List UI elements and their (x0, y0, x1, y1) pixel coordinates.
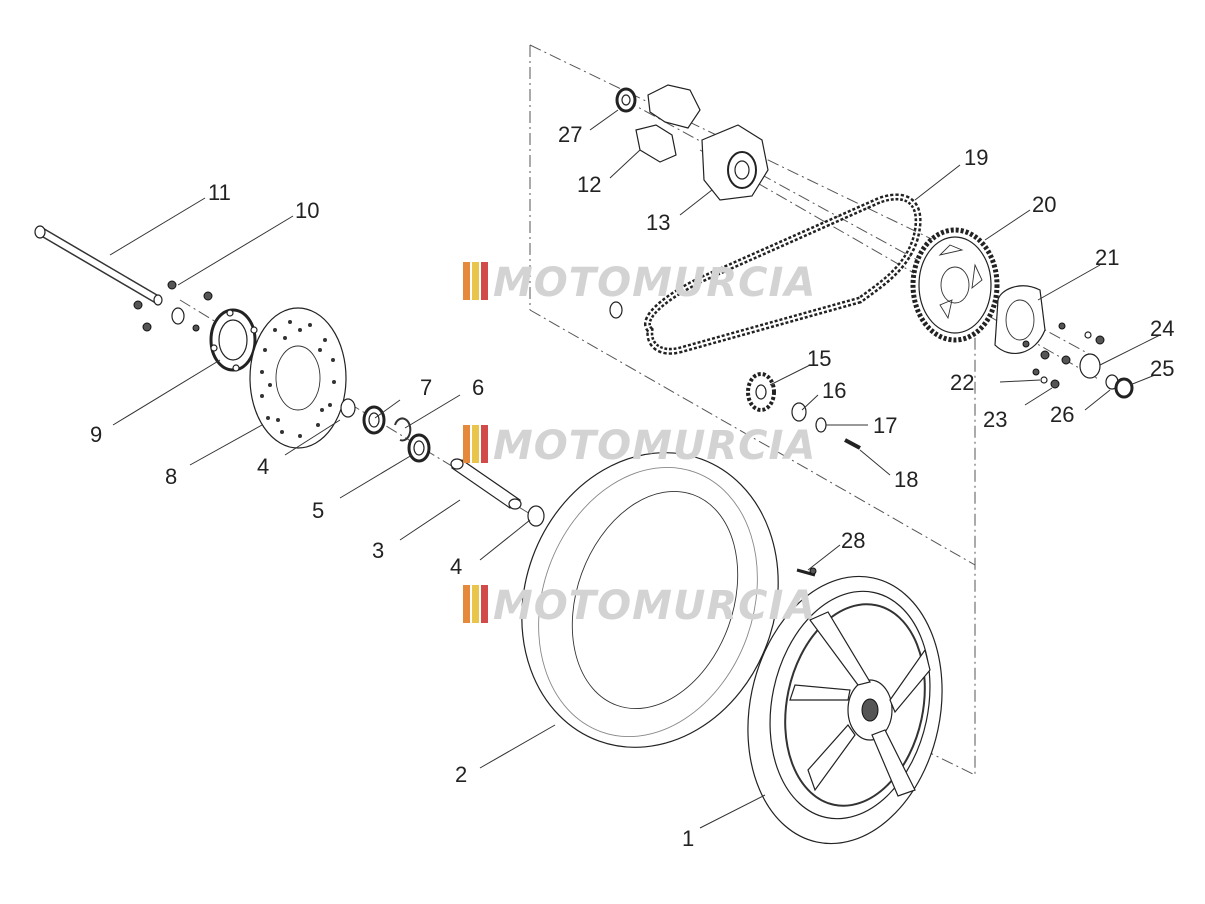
chain-ring (609, 301, 623, 319)
callout-12: 12 (577, 172, 601, 197)
callout-9: 9 (90, 422, 102, 447)
callout-8: 8 (165, 464, 177, 489)
callout-27: 27 (558, 122, 582, 147)
watermarks: MOTOMURCIA MOTOMURCIA MOTOMURCIA (463, 260, 816, 629)
callout-25: 25 (1150, 356, 1174, 381)
callout-6: 6 (472, 375, 484, 400)
callout-23: 23 (983, 407, 1007, 432)
callout-28: 28 (841, 528, 865, 553)
svg-text:MOTOMURCIA: MOTOMURCIA (493, 260, 816, 306)
callout-4: 4 (450, 554, 462, 579)
drive-chain (644, 193, 922, 355)
bolts-set (133, 280, 213, 332)
callout-16: 16 (822, 378, 846, 403)
sprocket-carrier-group (615, 84, 769, 201)
callout-4: 4 (257, 454, 269, 479)
callout-2: 2 (455, 762, 467, 787)
rear-tyre (521, 452, 779, 748)
callout-3: 3 (372, 538, 384, 563)
callout-labels: 1 2 3 4 4 5 6 7 8 9 10 11 12 13 15 16 17… (90, 122, 1174, 851)
svg-text:MOTOMURCIA: MOTOMURCIA (493, 423, 816, 469)
callout-13: 13 (646, 210, 670, 235)
callout-20: 20 (1032, 192, 1056, 217)
callout-24: 24 (1150, 316, 1174, 341)
callout-1: 1 (682, 826, 694, 851)
brake-disc (249, 307, 347, 449)
watermark: MOTOMURCIA (463, 423, 816, 469)
valve (796, 567, 817, 577)
hub-components (340, 398, 545, 527)
callout-18: 18 (894, 467, 918, 492)
callout-19: 19 (964, 145, 988, 170)
watermark: MOTOMURCIA (463, 583, 816, 629)
callout-22: 22 (950, 370, 974, 395)
callout-26: 26 (1050, 402, 1074, 427)
svg-text:MOTOMURCIA: MOTOMURCIA (493, 583, 816, 629)
callout-21: 21 (1095, 245, 1119, 270)
rear-wheel-rim (747, 575, 943, 845)
callout-7: 7 (420, 375, 432, 400)
abs-tone-ring (209, 308, 258, 372)
rear-sprocket (910, 227, 1000, 343)
callout-5: 5 (312, 498, 324, 523)
rear-axle (34, 225, 163, 306)
leader-lines (109, 109, 1161, 829)
callout-15: 15 (807, 346, 831, 371)
callout-17: 17 (873, 413, 897, 438)
callout-10: 10 (295, 198, 319, 223)
front-sprocket-group (746, 372, 861, 450)
sprocket-cover (994, 285, 1046, 354)
fasteners-right (1022, 322, 1134, 399)
watermark: MOTOMURCIA (463, 260, 816, 306)
callout-11: 11 (208, 180, 231, 205)
